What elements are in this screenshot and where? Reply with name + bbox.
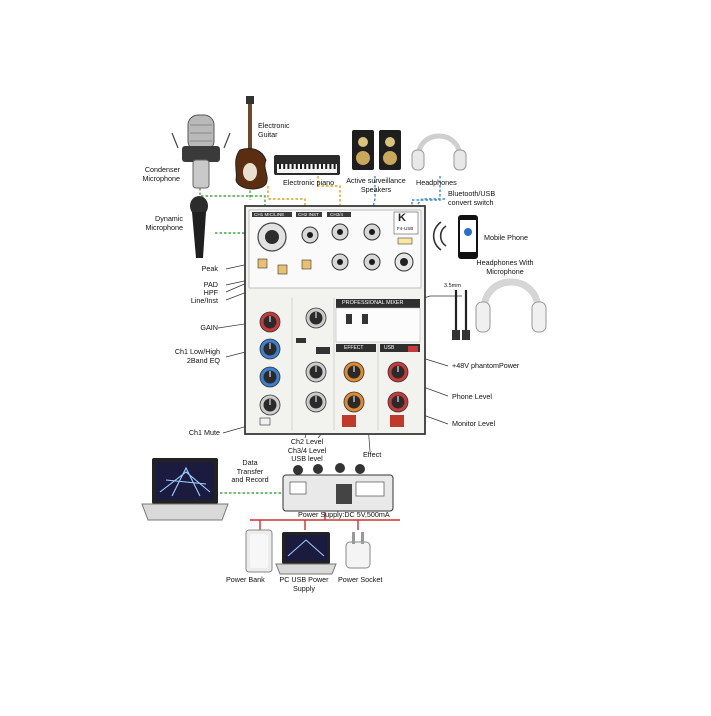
orange-link-guitar bbox=[267, 186, 306, 211]
phone-level-knob[interactable] bbox=[387, 361, 409, 383]
orange-link-piano bbox=[317, 176, 341, 211]
hpf-label: HPF bbox=[203, 288, 218, 297]
pc-usb-label: PC USB Power Supply bbox=[279, 575, 329, 593]
ch2-gain-knob[interactable] bbox=[305, 307, 327, 329]
headset-illustration bbox=[452, 278, 547, 340]
condenser-mic-illustration bbox=[171, 114, 231, 189]
piano-black-key bbox=[333, 164, 336, 169]
piano-black-key bbox=[291, 164, 294, 169]
channel-levels-label: Ch2 Level Ch3/4 Level USB level bbox=[287, 437, 327, 463]
blue-link-headphones bbox=[411, 176, 441, 211]
panel-brand-logo: K bbox=[398, 212, 406, 224]
ch2-level-knob[interactable] bbox=[305, 361, 327, 383]
piano-black-key bbox=[295, 164, 298, 169]
piano-black-key bbox=[287, 164, 290, 169]
blue-link-speakers bbox=[371, 176, 376, 212]
power-supply-label: Power Supply:DC 5V,500mA bbox=[298, 510, 390, 519]
piano-black-key bbox=[300, 164, 302, 169]
mute-label: Ch1 Mute bbox=[188, 428, 220, 437]
effect-level-knob[interactable] bbox=[343, 391, 365, 413]
laptop-illustration bbox=[141, 458, 229, 521]
guitar-label: Electronic Guitar bbox=[258, 121, 290, 139]
jack-size-label: 3.5mm bbox=[444, 283, 461, 289]
condenser-mic-label: Condenser Microphone bbox=[142, 165, 180, 183]
piano-black-key bbox=[325, 164, 328, 169]
power-bank-illustration bbox=[245, 529, 273, 573]
piano-black-key bbox=[279, 164, 281, 169]
effect-knob[interactable] bbox=[343, 361, 365, 383]
panel-ch2-label: CH2 INST bbox=[298, 212, 319, 217]
peak-label: Peak bbox=[201, 264, 218, 273]
piano-black-key bbox=[283, 164, 286, 169]
power-bank-label: Power Bank bbox=[226, 575, 265, 584]
gain-knob[interactable] bbox=[259, 311, 281, 333]
bt-switch-label: Bluetooth/USB convert switch bbox=[448, 189, 496, 207]
panel-model-label: F4-USB bbox=[397, 226, 414, 231]
headset-label: Headphones With Microphone bbox=[476, 258, 534, 276]
dynamic-mic-label: Dynamic Microphone bbox=[145, 214, 183, 232]
green-link-condenser bbox=[199, 188, 266, 212]
red-link-power bbox=[250, 512, 400, 530]
power-socket-illustration bbox=[345, 532, 371, 569]
headphones-label: Headphones bbox=[416, 178, 457, 187]
piano-black-key bbox=[316, 164, 319, 169]
phantom-label: +48V phantomPower bbox=[452, 361, 520, 370]
ch34-level-knob[interactable] bbox=[305, 391, 327, 413]
monitor-level-knob[interactable] bbox=[387, 391, 409, 413]
speakers-illustration bbox=[352, 130, 401, 170]
ch1-level-knob[interactable] bbox=[259, 394, 281, 416]
data-transfer-label: Data Transfer and Record bbox=[231, 458, 269, 484]
piano-illustration bbox=[274, 155, 340, 175]
mobile-phone-illustration bbox=[432, 215, 478, 259]
panel-ch1-label: CH1 MIC/LINE bbox=[254, 212, 285, 217]
piano-black-key bbox=[321, 164, 323, 169]
panel-effect-tag: EFFECT bbox=[344, 345, 364, 351]
panel-title-label: PROFESSIONAL MIXER bbox=[342, 300, 404, 306]
panel-usb-tag: USB bbox=[384, 345, 395, 351]
effect-label: Effect bbox=[363, 450, 382, 459]
line-inst-label: Line/Inst bbox=[190, 296, 218, 305]
dynamic-mic-illustration bbox=[190, 196, 208, 258]
power-socket-label: Power Socket bbox=[338, 575, 383, 584]
phone-level-label: Phone Level bbox=[452, 392, 492, 401]
blue-link-bt bbox=[409, 198, 445, 215]
panel-ch34-label: CH3/4 bbox=[330, 212, 344, 217]
headphones-illustration bbox=[411, 133, 467, 171]
eq-label: Ch1 Low/High 2Band EQ bbox=[174, 347, 220, 365]
monitor-level-label: Monitor Level bbox=[452, 419, 496, 428]
piano-black-key bbox=[312, 164, 315, 169]
speakers-label: Active surveillance Speakers bbox=[346, 176, 406, 194]
mixer-knobs bbox=[259, 307, 409, 416]
piano-black-key bbox=[329, 164, 332, 169]
piano-black-key bbox=[308, 164, 311, 169]
pc-illustration bbox=[275, 532, 337, 575]
eq-low-knob[interactable] bbox=[259, 366, 281, 388]
mobile-phone-label: Mobile Phone bbox=[484, 233, 528, 242]
piano-label: Electronic piano bbox=[283, 178, 335, 187]
gain-label: GAIN bbox=[200, 323, 218, 332]
usb-interface-illustration bbox=[282, 463, 394, 512]
mixer-panel bbox=[244, 205, 426, 435]
guitar-illustration bbox=[235, 96, 268, 190]
pad-label: PAD bbox=[203, 280, 218, 289]
eq-high-knob[interactable] bbox=[259, 338, 281, 360]
piano-black-key bbox=[304, 164, 307, 169]
